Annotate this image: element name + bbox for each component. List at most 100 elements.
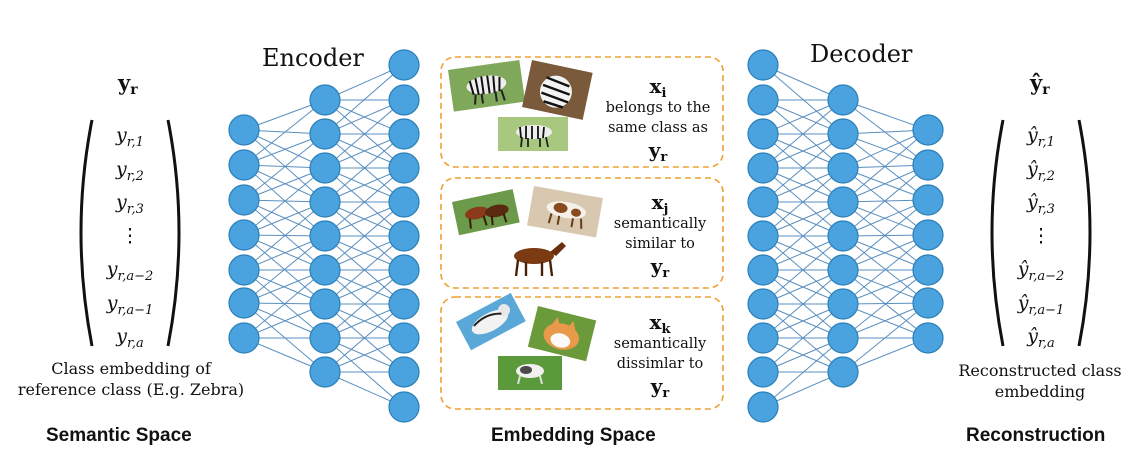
semantic-caption-line1: Class embedding of	[51, 359, 211, 378]
cat-image-2	[527, 306, 597, 362]
semantic-entry: ⋮	[120, 225, 140, 247]
encoder-edge	[243, 133, 326, 201]
semantic-vector-y: y	[118, 70, 131, 95]
semantic-vector-name: yr yr	[118, 70, 138, 98]
reconstruction-section-label: Reconstruction	[966, 425, 1106, 446]
encoder-edge	[324, 99, 405, 169]
decoder-edge	[842, 269, 929, 339]
encoder-node	[228, 149, 260, 181]
decoder-node	[747, 152, 779, 184]
decoder-node	[827, 322, 859, 354]
reconstruction-entry: ŷr,2	[1027, 158, 1055, 184]
decoder-node	[827, 220, 859, 252]
encoder-edge	[324, 269, 405, 339]
network-nodes	[228, 49, 944, 423]
decoder-edge	[762, 201, 844, 271]
reconstruction-entry: ŷr,3	[1027, 191, 1055, 217]
zebra-image-2	[522, 60, 593, 120]
encoder-edge	[243, 99, 326, 166]
semantic-entry: yr,a−2	[106, 258, 154, 284]
encoder-edge	[243, 235, 326, 304]
box-xj-line1: semantically	[613, 216, 707, 232]
decoder-edge	[762, 133, 844, 203]
encoder-node	[309, 152, 341, 184]
encoder-node	[228, 322, 260, 354]
box-xj-line2: similar to	[625, 236, 695, 252]
semantic-entry: yr,a−1	[106, 292, 154, 318]
decoder-title: Decoder	[810, 40, 913, 68]
encoder-node	[228, 254, 260, 286]
decoder-node	[912, 114, 944, 146]
encoder-node	[388, 220, 420, 252]
reconstruction-vector-sub: r	[1042, 82, 1050, 98]
left-paren-close	[166, 119, 181, 347]
encoder-node	[309, 254, 341, 286]
semantic-entry: yr,3	[116, 191, 144, 217]
encoder-node	[309, 186, 341, 218]
decoder-node	[912, 184, 944, 216]
encoder-node	[228, 219, 260, 251]
var-xi: xixi	[649, 74, 667, 101]
encoder-edge	[324, 303, 405, 373]
decoder-edge	[762, 269, 844, 339]
encoder-node	[388, 84, 420, 116]
decoder-node	[747, 220, 779, 252]
decoder-edge	[842, 302, 929, 373]
reconstruction-caption-line1: Reconstructed class	[958, 361, 1122, 380]
decoder-node	[912, 149, 944, 181]
encoder-node	[388, 356, 420, 388]
encoder-edge	[324, 64, 405, 135]
decoder-node	[827, 254, 859, 286]
encoder-edge	[324, 201, 405, 271]
cat-image-1	[456, 292, 526, 351]
right-paren-open	[990, 119, 1005, 347]
semantic-vector-sub: r	[130, 82, 138, 98]
decoder-edge	[842, 199, 929, 271]
reconstruction-vector-name: ŷr ŷr	[1030, 70, 1050, 98]
reconstruction-entry: ⋮	[1031, 225, 1051, 247]
encoder-node	[388, 288, 420, 320]
decoder-edge	[762, 167, 844, 237]
decoder-node	[747, 118, 779, 150]
box-xk-line2: dissimlar to	[616, 356, 704, 372]
box-xk-line1: semantically	[613, 336, 707, 352]
decoder-edge	[842, 164, 929, 237]
box-xi-line2: same class as	[607, 120, 708, 136]
decoder-node	[747, 49, 779, 81]
reconstruction-entry: ŷr,a	[1027, 325, 1055, 351]
encoder-node	[388, 49, 420, 81]
reconstruction-vector-y: ŷ	[1030, 70, 1043, 95]
encoder-node	[309, 322, 341, 354]
semantic-section-label: Semantic Space	[46, 425, 192, 446]
encoder-edge	[324, 235, 405, 305]
encoder-edge	[243, 201, 326, 271]
decoder-edge	[762, 235, 844, 305]
embedding-section-label: Embedding Space	[491, 425, 656, 446]
decoder-node	[912, 322, 944, 354]
encoder-node	[309, 356, 341, 388]
zebra-image-3	[498, 117, 568, 151]
reconstruction-entry: ŷr,1	[1027, 124, 1055, 150]
encoder-node	[309, 220, 341, 252]
encoder-node	[309, 288, 341, 320]
decoder-node	[912, 219, 944, 251]
encoder-node	[388, 391, 420, 423]
decoder-node	[747, 356, 779, 388]
reconstruction-caption-line2: embedding	[994, 382, 1086, 401]
decoder-node	[827, 356, 859, 388]
decoder-edge	[762, 99, 844, 169]
decoder-node	[827, 84, 859, 116]
reconstruction-entry: ŷr,a−2	[1017, 258, 1065, 284]
encoder-node	[388, 118, 420, 150]
encoder-node	[228, 114, 260, 146]
decoder-edge	[842, 129, 929, 203]
decoder-node	[747, 391, 779, 423]
encoder-node	[388, 152, 420, 184]
encoder-node	[388, 254, 420, 286]
decoder-edge	[762, 337, 844, 408]
